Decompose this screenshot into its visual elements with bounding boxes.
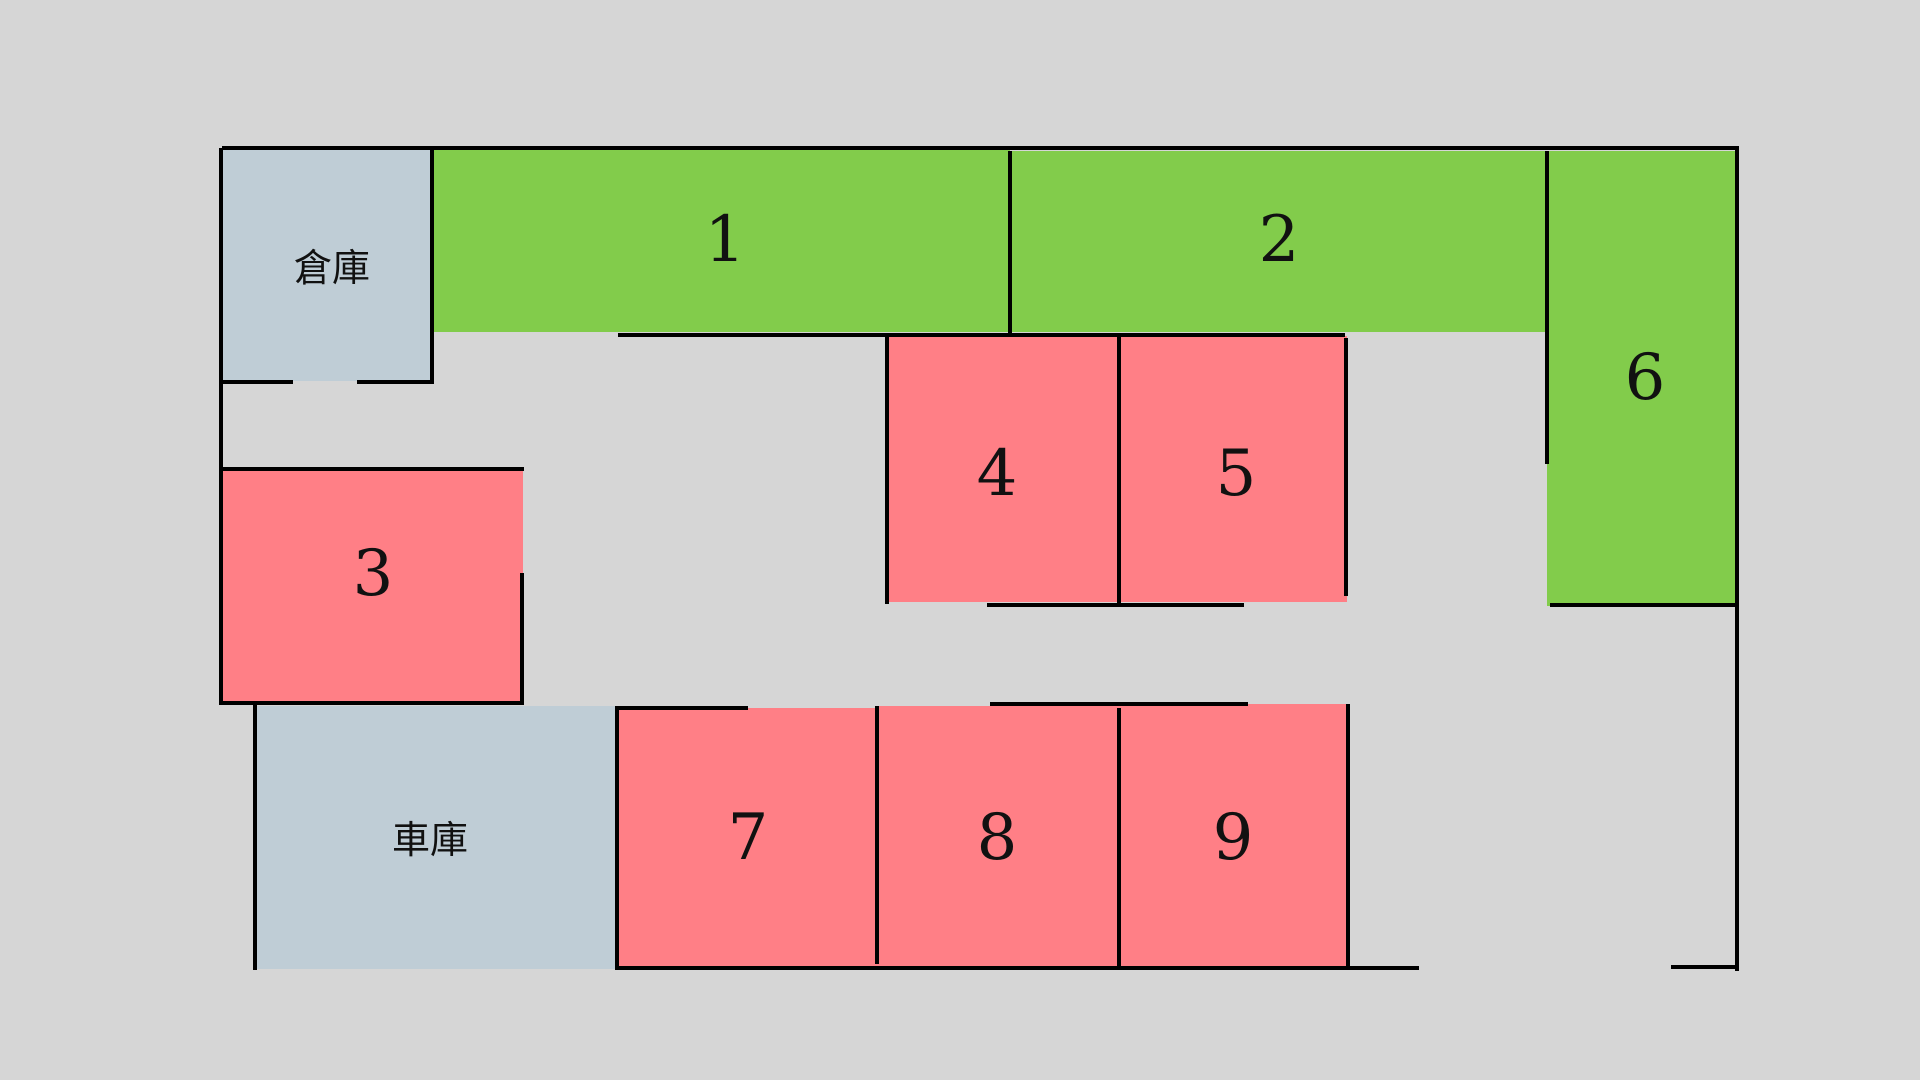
room-5[interactable] [1119, 336, 1347, 602]
room-label-3: 3 [353, 537, 394, 611]
room-label-5: 5 [1216, 437, 1257, 511]
room-labels: 倉庫 1 2 6 4 5 3 車庫 7 8 9 [294, 203, 1665, 875]
room-label-2: 2 [1259, 203, 1300, 277]
room-8[interactable] [877, 706, 1119, 969]
room-label-garage: 車庫 [392, 818, 468, 862]
room-7[interactable] [617, 708, 877, 969]
room-1[interactable] [432, 148, 1010, 332]
room-label-7: 7 [728, 801, 769, 875]
room-label-4: 4 [977, 437, 1018, 511]
room-label-6: 6 [1625, 341, 1666, 415]
room-label-8: 8 [977, 801, 1018, 875]
room-4[interactable] [887, 336, 1119, 602]
room-6[interactable] [1547, 151, 1737, 606]
room-fills [221, 148, 1737, 969]
room-storage[interactable] [221, 148, 432, 381]
room-3[interactable] [221, 470, 523, 703]
room-2[interactable] [1010, 151, 1547, 332]
room-label-storage: 倉庫 [294, 246, 370, 290]
room-label-1: 1 [705, 203, 746, 277]
room-9[interactable] [1119, 704, 1348, 969]
room-label-9: 9 [1213, 801, 1254, 875]
walls [219, 146, 1739, 971]
room-garage[interactable] [255, 706, 617, 969]
